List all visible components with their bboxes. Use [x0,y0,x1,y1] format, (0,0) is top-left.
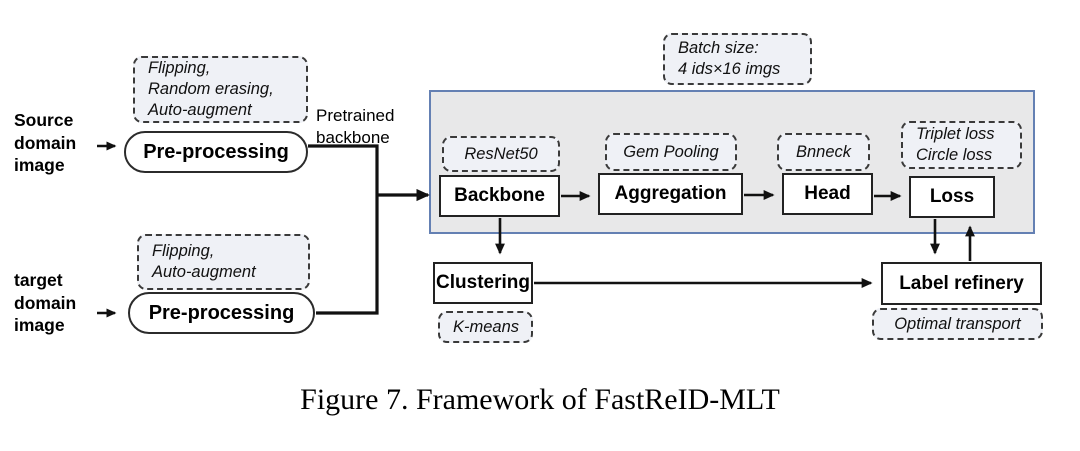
target-domain-label: target domain image [14,270,77,335]
preprocessing-source-box: Pre-processing [124,131,308,173]
pretrained-backbone-label: Pretrained backbone [316,106,395,147]
gem-pooling-note: Gem Pooling [605,133,737,171]
loss-box: Loss [909,176,995,218]
source-augment-note: Flipping, Random erasing, Auto-augment [133,56,308,123]
kmeans-note: K-means [438,311,533,343]
resnet50-note: ResNet50 [442,136,560,172]
loss-types-note: Triplet loss Circle loss [901,121,1022,169]
optimal-transport-note: Optimal transport [872,308,1043,340]
figure-caption: Figure 7. Framework of FastReID-MLT [300,383,780,416]
connector-preprocess-merge [308,144,379,315]
source-domain-label: Source domain image [14,110,77,175]
bnneck-note: Bnneck [777,133,870,171]
label-refinery-box: Label refinery [881,262,1042,305]
backbone-box: Backbone [439,175,560,217]
batch-size-note: Batch size: 4 ids×16 imgs [663,33,812,85]
clustering-box: Clustering [433,262,533,304]
aggregation-box: Aggregation [598,173,743,215]
target-augment-note: Flipping, Auto-augment [137,234,310,290]
preprocessing-target-box: Pre-processing [128,292,315,334]
head-box: Head [782,173,873,215]
